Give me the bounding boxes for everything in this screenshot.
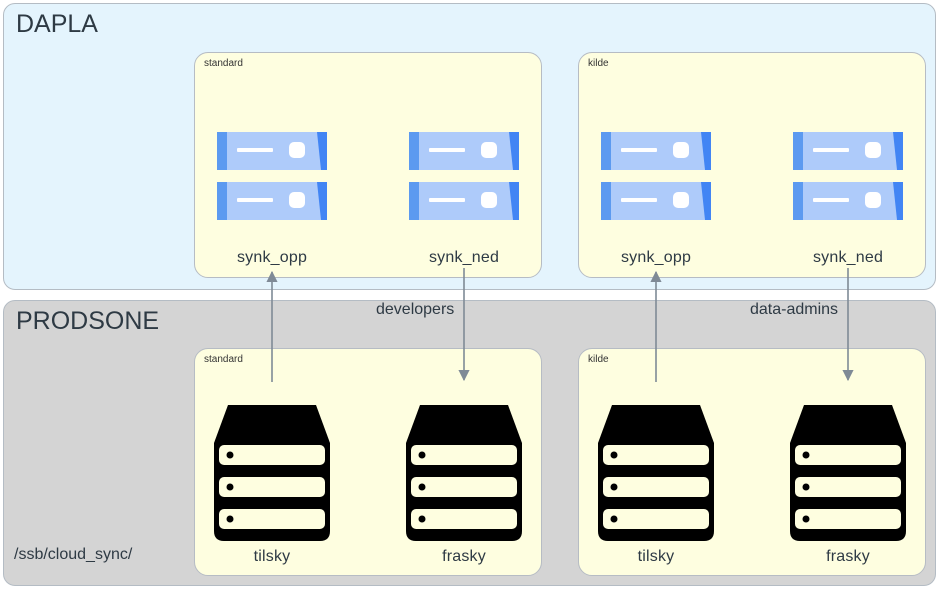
storage-bucket-icon (601, 132, 711, 220)
node-label: frasky (442, 548, 486, 565)
server-node-standard-tilsky[interactable]: tilsky (214, 405, 330, 566)
node-label: synk_opp (620, 249, 692, 266)
prodsone-path: /ssb/cloud_sync/ (14, 546, 133, 563)
node-label: frasky (826, 548, 870, 565)
bucket-node-standard-synk-opp[interactable]: synk_opp (214, 130, 330, 267)
node-label: synk_ned (428, 249, 500, 266)
prodsone-standard-title: standard (204, 354, 243, 365)
server-stack-icon (790, 405, 906, 541)
server-stack-icon (598, 405, 714, 541)
node-label: synk_ned (812, 249, 884, 266)
dapla-standard-title: standard (204, 58, 243, 69)
node-label: synk_opp (236, 249, 308, 266)
bucket-node-kilde-synk-opp[interactable]: synk_opp (598, 130, 714, 267)
bucket-node-kilde-synk-ned[interactable]: synk_ned (790, 130, 906, 267)
node-label: tilsky (253, 548, 291, 565)
server-node-standard-frasky[interactable]: frasky (406, 405, 522, 566)
storage-bucket-icon (409, 132, 519, 220)
server-stack-icon (214, 405, 330, 541)
server-node-kilde-frasky[interactable]: frasky (790, 405, 906, 566)
storage-bucket-icon (217, 132, 327, 220)
node-label: tilsky (637, 548, 675, 565)
prodsone-title: PRODSONE (16, 307, 160, 335)
prodsone-kilde-title: kilde (588, 354, 609, 365)
dapla-kilde-title: kilde (588, 58, 609, 69)
edge-label-data-admins: data-admins (750, 301, 839, 318)
server-node-kilde-tilsky[interactable]: tilsky (598, 405, 714, 566)
edge-label-developers: developers (376, 301, 455, 318)
bucket-node-standard-synk-ned[interactable]: synk_ned (406, 130, 522, 267)
dapla-title: DAPLA (16, 10, 98, 38)
storage-bucket-icon (793, 132, 903, 220)
server-stack-icon (406, 405, 522, 541)
